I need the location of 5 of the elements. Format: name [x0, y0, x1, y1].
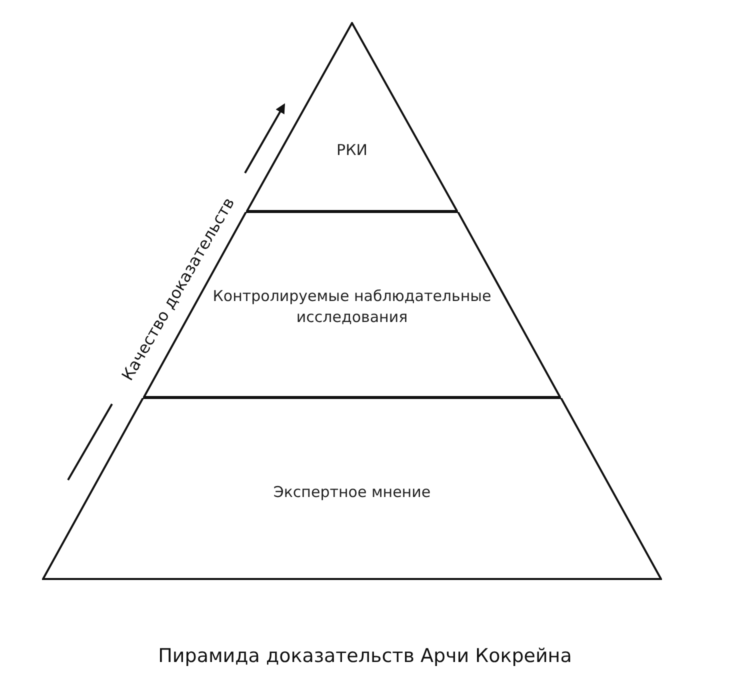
pyramid-tier — [42, 398, 662, 580]
pyramid-tier — [246, 22, 458, 212]
tier-label: Экспертное мнение — [273, 482, 431, 503]
tier-label: РКИ — [336, 140, 368, 161]
caption: Пирамида доказательств Арчи Кокрейна — [158, 645, 572, 667]
